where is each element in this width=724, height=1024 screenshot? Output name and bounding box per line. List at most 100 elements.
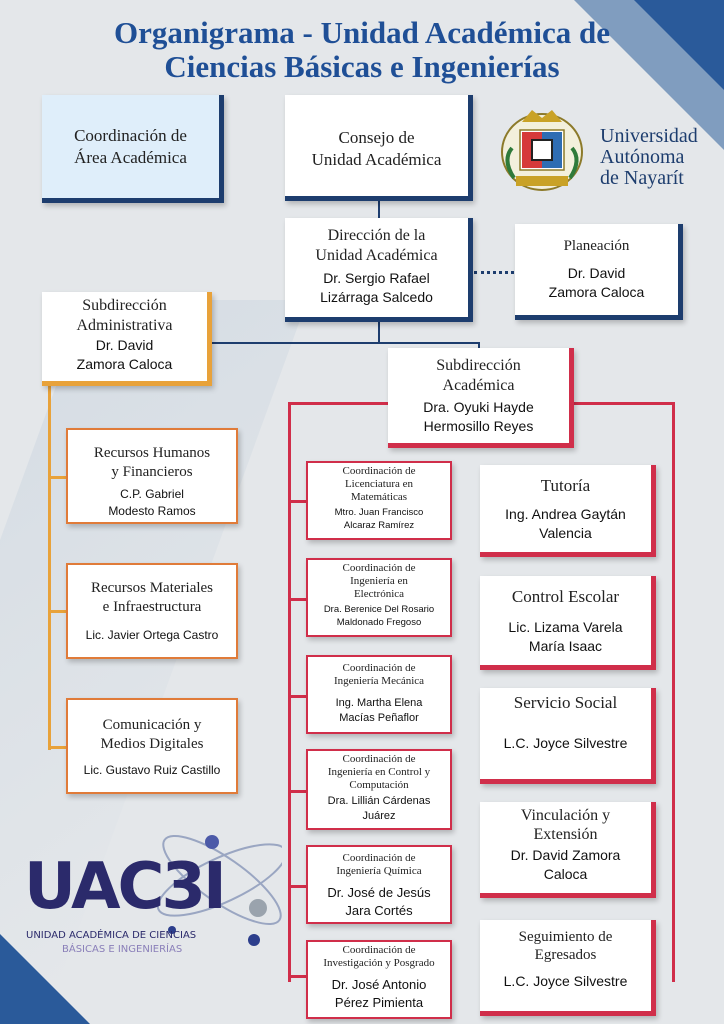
box-title: Ingeniería Química xyxy=(336,865,422,877)
box-title: Coordinación de xyxy=(74,126,187,145)
person-name: Dr. David xyxy=(567,265,626,281)
connector-line xyxy=(48,476,68,479)
person-name: Valencia xyxy=(539,525,592,541)
person-name: Dra. Berenice Del Rosario xyxy=(323,604,435,615)
person-name: Macías Peñaflor xyxy=(339,712,419,724)
box-title: Coordinación de xyxy=(342,944,416,956)
coordinacion-card: Coordinación de Ingeniería en Electrónic… xyxy=(306,558,452,637)
box-title: Administrativa xyxy=(76,317,173,334)
university-logo: Universidad Autónoma de Nayarít xyxy=(492,100,716,200)
box-title: Medios Digitales xyxy=(100,736,204,752)
box-title: Electrónica xyxy=(353,588,405,600)
person-name: Maldonado Fregoso xyxy=(336,617,422,628)
person-name: Modesto Ramos xyxy=(108,504,196,518)
subdireccion-administrativa-box: Subdirección Administrativa Dr. David Za… xyxy=(42,292,212,386)
box-title: Coordinación de xyxy=(342,562,416,574)
servicio-card: Vinculación y Extensión Dr. David Zamora… xyxy=(480,802,656,898)
box-title: Coordinación de xyxy=(342,753,416,765)
box-title: Consejo de xyxy=(338,128,415,147)
person-name: Lic. Javier Ortega Castro xyxy=(85,628,219,642)
corner-decoration xyxy=(0,934,90,1024)
person-name: Lizárraga Salcedo xyxy=(320,289,433,305)
connector-line xyxy=(48,746,68,749)
subdireccion-academica-box: Subdirección Académica Dra. Oyuki Hayde … xyxy=(388,348,574,448)
box-title: Subdirección xyxy=(82,297,167,314)
coordinacion-area-box: Coordinación de Área Académica xyxy=(42,95,224,203)
person-name: Juárez xyxy=(362,810,396,822)
servicio-card: Seguimiento de Egresados L.C. Joyce Silv… xyxy=(480,920,656,1016)
person-name: Dr. José Antonio xyxy=(331,977,427,992)
box-title: Comunicación y xyxy=(102,717,202,733)
box-title: Recursos Humanos xyxy=(93,445,211,461)
connector-line xyxy=(288,885,308,888)
person-name: Lic. Lizama Varela xyxy=(508,619,623,635)
connector-line xyxy=(288,402,291,982)
dotted-connector xyxy=(474,271,514,274)
person-name: Dr. José de Jesús xyxy=(327,885,431,900)
box-title: Extensión xyxy=(533,826,598,843)
uac3i-tagline: UNIDAD ACADÉMICA DE CIENCIAS xyxy=(26,930,197,941)
uac3i-tagline: BÁSICAS E INGENIERÍAS xyxy=(62,944,183,955)
person-name: Dr. David xyxy=(95,337,154,353)
box-title: Coordinación de xyxy=(342,662,416,674)
person-name: Ing. Martha Elena xyxy=(335,697,423,709)
connector-line xyxy=(672,402,675,982)
coordinacion-card: Coordinación de Investigación y Posgrado… xyxy=(306,940,452,1019)
person-name: Zamora Caloca xyxy=(76,356,173,372)
person-name: Caloca xyxy=(543,866,588,882)
university-name-line: de Nayarít xyxy=(600,167,684,189)
university-name-line: Universidad xyxy=(600,125,698,147)
person-name: L.C. Joyce Silvestre xyxy=(503,735,628,751)
connector-line xyxy=(288,975,308,978)
person-name: Pérez Pimienta xyxy=(334,995,424,1010)
servicio-card: Control Escolar Lic. Lizama Varela María… xyxy=(480,576,656,670)
admin-unit-card: Recursos Materiales e Infraestructura Li… xyxy=(66,563,238,659)
box-title: e Infraestructura xyxy=(102,599,202,615)
person-name: Dra. Oyuki Hayde xyxy=(423,399,534,415)
person-name: Zamora Caloca xyxy=(548,284,645,300)
person-name: Dr. David Zamora xyxy=(510,847,621,863)
uac3i-wordmark: UAC3I xyxy=(24,850,227,924)
coordinacion-card: Coordinación de Ingeniería Química Dr. J… xyxy=(306,845,452,924)
person-name: Dra. Lillián Cárdenas xyxy=(327,795,431,807)
box-title: Subdirección xyxy=(436,357,521,374)
connector-line xyxy=(568,402,674,405)
box-title: Matemáticas xyxy=(350,491,408,503)
person-name: Dr. Sergio Rafael xyxy=(323,270,430,286)
person-name: Hermosillo Reyes xyxy=(423,418,534,434)
planeacion-box: Planeación Dr. David Zamora Caloca xyxy=(515,224,683,320)
person-name: Ing. Andrea Gaytán xyxy=(505,506,626,522)
uac3i-logo: UAC3I UNIDAD ACADÉMICA DE CIENCIAS BÁSIC… xyxy=(22,830,288,970)
box-title: y Financieros xyxy=(111,464,193,480)
box-title: Egresados xyxy=(534,947,597,963)
connector-line xyxy=(288,695,308,698)
person-name: L.C. Joyce Silvestre xyxy=(503,973,628,989)
box-title: Tutoría xyxy=(540,476,591,495)
coordinacion-card: Coordinación de Ingeniería en Control y … xyxy=(306,749,452,830)
connector-line xyxy=(48,610,68,613)
box-title: Coordinación de xyxy=(342,852,416,864)
title-line: Ciencias Básicas e Ingenierías xyxy=(164,49,560,84)
person-name: C.P. Gabriel xyxy=(120,487,184,501)
corner-decoration xyxy=(634,0,724,90)
title-line: Organigrama - Unidad Académica de xyxy=(114,15,610,50)
connector-line xyxy=(378,320,380,344)
connector-line xyxy=(48,385,51,750)
connector-line xyxy=(125,342,480,344)
box-title: Dirección de la xyxy=(327,227,426,244)
person-name: Lic. Gustavo Ruiz Castillo xyxy=(83,763,221,777)
person-name: Jara Cortés xyxy=(345,903,413,918)
box-title: Computación xyxy=(349,779,409,791)
box-title: Unidad Académica xyxy=(315,247,438,264)
coordinacion-card: Coordinación de Ingeniería Mecánica Ing.… xyxy=(306,655,452,734)
box-title: Vinculación y xyxy=(520,807,611,824)
university-seal-icon xyxy=(501,110,583,191)
connector-line xyxy=(288,402,388,405)
servicio-card: Servicio Social L.C. Joyce Silvestre xyxy=(480,688,656,784)
box-title: Seguimiento de xyxy=(518,929,613,945)
direccion-box: Dirección de la Unidad Académica Dr. Ser… xyxy=(285,218,473,322)
box-title: Servicio Social xyxy=(513,693,618,712)
connector-line xyxy=(288,790,308,793)
consejo-box: Consejo de Unidad Académica xyxy=(285,95,473,201)
box-title: Área Académica xyxy=(74,148,187,167)
